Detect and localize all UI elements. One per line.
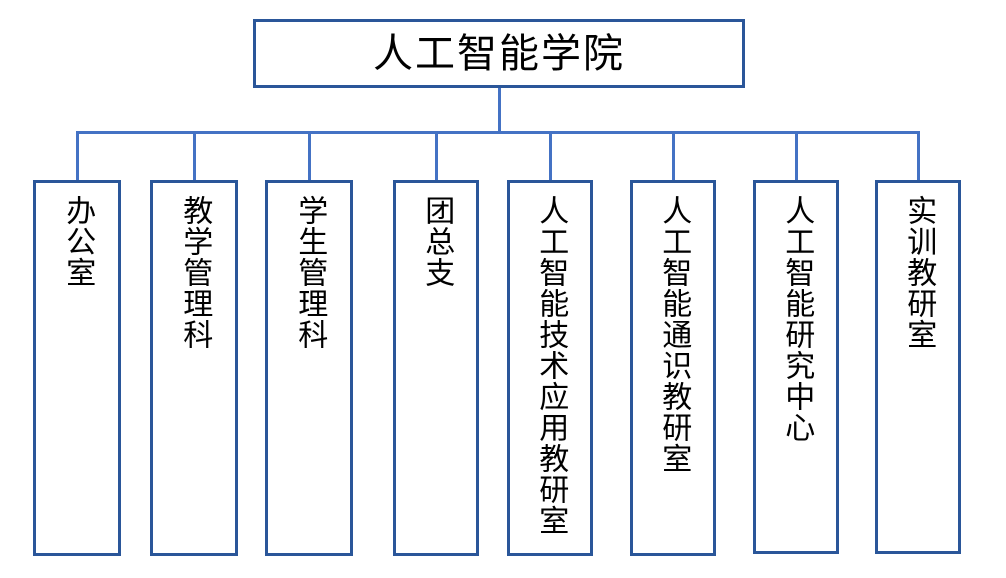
org-node-child-4[interactable]: 团总支 — [393, 180, 479, 556]
connector-drop-2 — [193, 131, 196, 180]
org-node-child-1-label: 办公室 — [61, 195, 95, 288]
org-node-child-5-label: 人工智能技术应用教研室 — [534, 195, 568, 536]
connector-drop-1 — [76, 131, 79, 180]
org-node-child-5[interactable]: 人工智能技术应用教研室 — [507, 180, 593, 556]
org-node-child-2[interactable]: 教学管理科 — [150, 180, 238, 556]
connector-horizontal-bus — [76, 131, 920, 134]
org-node-child-3-label: 学生管理科 — [293, 195, 327, 350]
org-node-child-7[interactable]: 人工智能研究中心 — [753, 180, 839, 554]
connector-drop-3 — [308, 131, 311, 180]
org-node-child-6-label: 人工智能通识教研室 — [657, 195, 691, 474]
org-node-child-6[interactable]: 人工智能通识教研室 — [630, 180, 716, 556]
org-node-root[interactable]: 人工智能学院 — [253, 19, 745, 88]
connector-drop-4 — [435, 131, 438, 180]
org-node-child-4-label: 团总支 — [420, 195, 454, 288]
org-node-root-label: 人工智能学院 — [373, 30, 625, 76]
connector-drop-6 — [672, 131, 675, 180]
connector-drop-8 — [917, 131, 920, 180]
connector-drop-7 — [795, 131, 798, 180]
org-node-child-2-label: 教学管理科 — [178, 195, 212, 350]
org-node-child-3[interactable]: 学生管理科 — [265, 180, 353, 556]
org-node-child-7-label: 人工智能研究中心 — [780, 195, 814, 443]
connector-drop-5 — [549, 131, 552, 180]
org-node-child-8-label: 实训教研室 — [902, 195, 936, 350]
org-node-child-1[interactable]: 办公室 — [33, 180, 121, 556]
connector-root-stem — [498, 88, 501, 133]
org-node-child-8[interactable]: 实训教研室 — [875, 180, 961, 554]
